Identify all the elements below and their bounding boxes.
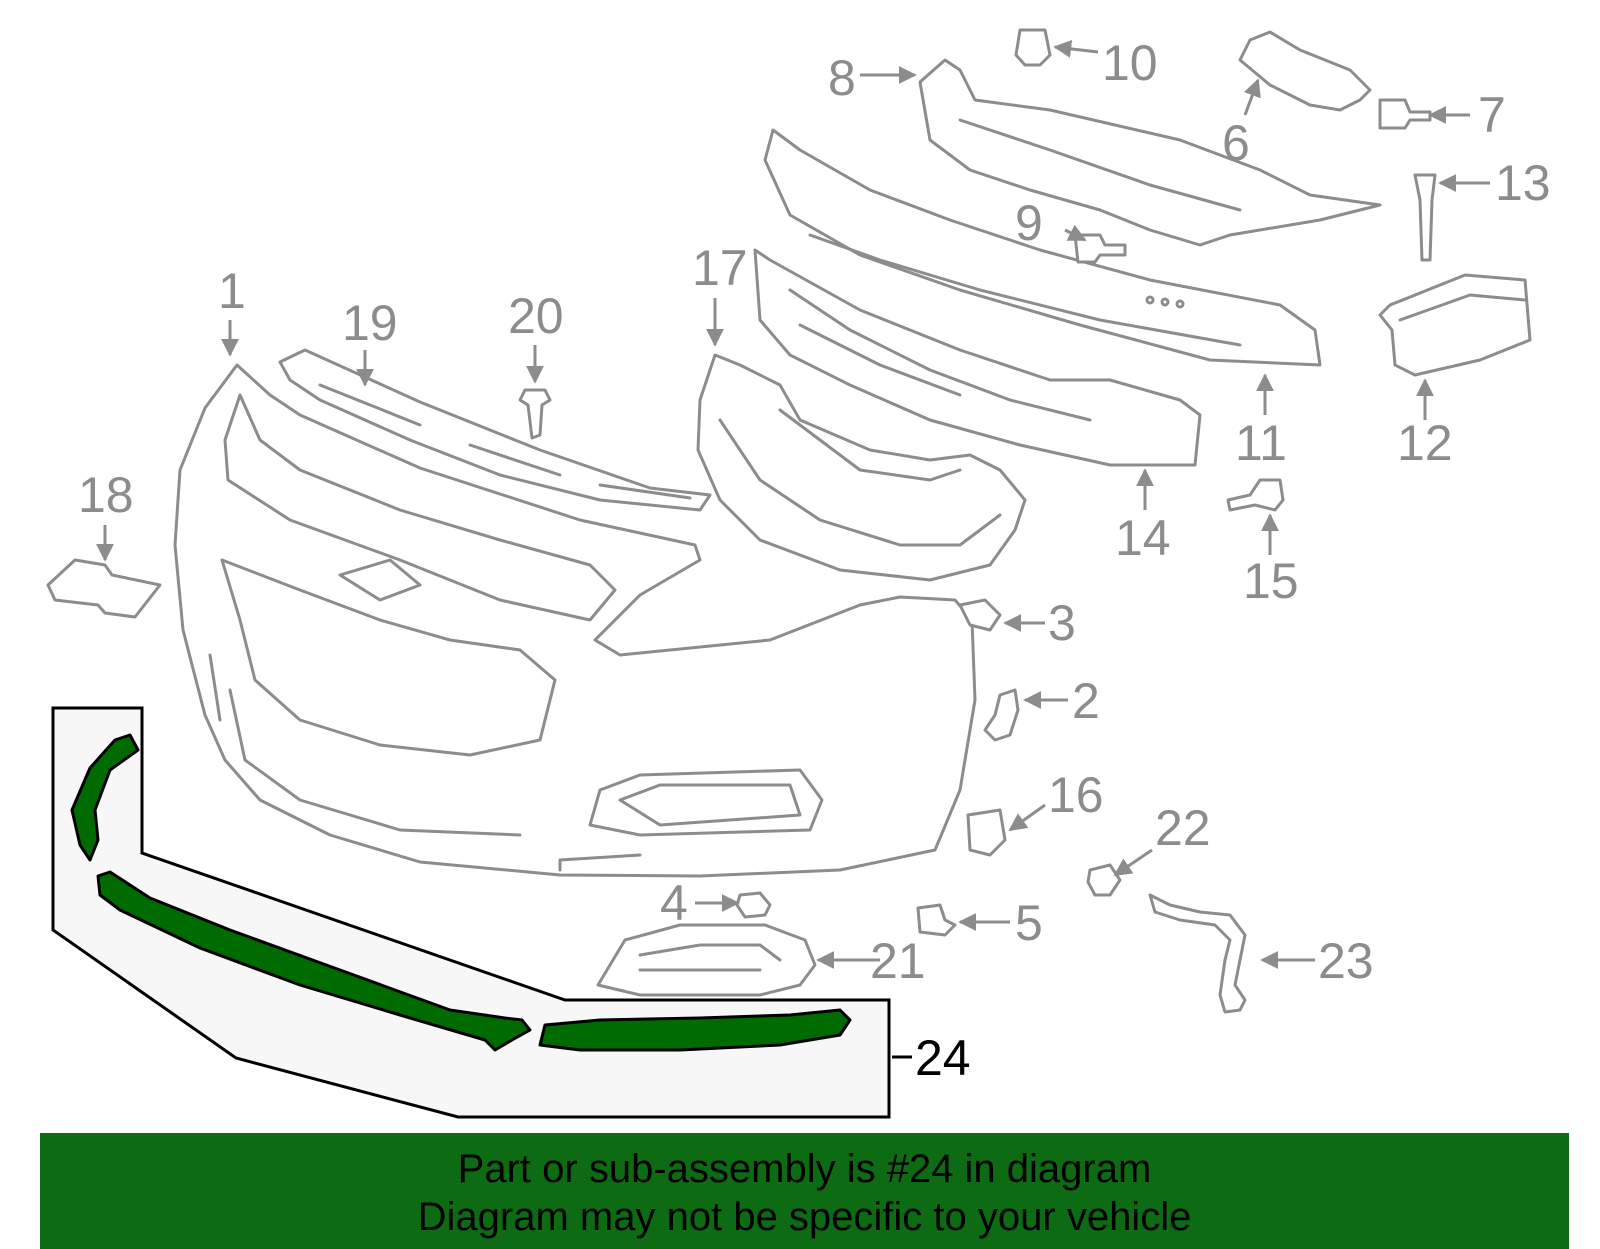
highlighted-part-24 (70, 733, 852, 1052)
bracket-16 (966, 808, 1007, 857)
leader-lines (96, 39, 1490, 1059)
screw-9 (1073, 233, 1127, 264)
callout-10: 10 (1102, 35, 1158, 91)
part-24-right-piece (538, 1008, 852, 1052)
impact-bar-part (763, 128, 1322, 367)
banner-line-part-number: Part or sub-assembly is #24 in diagram (457, 1147, 1152, 1191)
pin-20 (518, 388, 552, 440)
clip-2 (983, 688, 1020, 742)
callout-16: 16 (1048, 767, 1104, 823)
grille-support-part (696, 353, 1027, 582)
callout-8: 8 (828, 50, 856, 106)
bolt-13 (1413, 173, 1437, 262)
callout-12: 12 (1397, 415, 1453, 471)
callout-6: 6 (1222, 115, 1250, 171)
callout-labels: 1 19 20 18 17 8 10 6 7 13 9 11 12 14 15 … (78, 35, 1551, 1086)
callout-5: 5 (1015, 895, 1043, 951)
sensor-bracket-part (1378, 273, 1532, 377)
callout-13: 13 (1495, 155, 1551, 211)
callout-11: 11 (1235, 415, 1287, 471)
callout-15: 15 (1243, 553, 1299, 609)
fasteners (518, 28, 1437, 937)
callout-19: 19 (342, 295, 398, 351)
upper-bracket-part (918, 30, 1382, 247)
callout-17: 17 (692, 240, 748, 296)
part-24-side-piece (70, 733, 140, 862)
callout-3: 3 (1048, 595, 1076, 651)
wiring-harness-part (1148, 893, 1247, 1014)
clip-10 (1014, 28, 1052, 67)
callout-18: 18 (78, 467, 134, 523)
callout-4: 4 (660, 875, 688, 931)
energy-absorber-part (753, 248, 1202, 467)
sensor-22 (1086, 863, 1122, 897)
nut-4 (735, 891, 772, 919)
bumper-fascia-part (173, 363, 977, 878)
callout-1: 1 (218, 263, 246, 319)
bolt-15 (1226, 478, 1285, 512)
clip-3 (958, 598, 1002, 632)
upper-trim-strip-part (278, 348, 712, 512)
callout-22: 22 (1155, 800, 1211, 856)
callout-23: 23 (1318, 933, 1374, 989)
callout-7: 7 (1478, 87, 1506, 143)
fog-lamp-bezel-part (596, 923, 817, 997)
part-24-center-piece (96, 870, 532, 1052)
clip-5 (916, 903, 957, 937)
callout-9: 9 (1015, 195, 1043, 251)
info-banner: Part or sub-assembly is #24 in diagram D… (40, 1133, 1569, 1249)
bolt-7 (1378, 98, 1432, 130)
callout-2: 2 (1072, 673, 1100, 729)
highlight-box-24 (51, 706, 891, 1119)
callout-24: 24 (915, 1030, 971, 1086)
banner-line-disclaimer: Diagram may not be specific to your vehi… (417, 1195, 1192, 1239)
callout-21: 21 (870, 933, 926, 989)
bowtie-emblem-part (46, 558, 162, 619)
callout-20: 20 (508, 288, 564, 344)
callout-14: 14 (1115, 510, 1171, 566)
